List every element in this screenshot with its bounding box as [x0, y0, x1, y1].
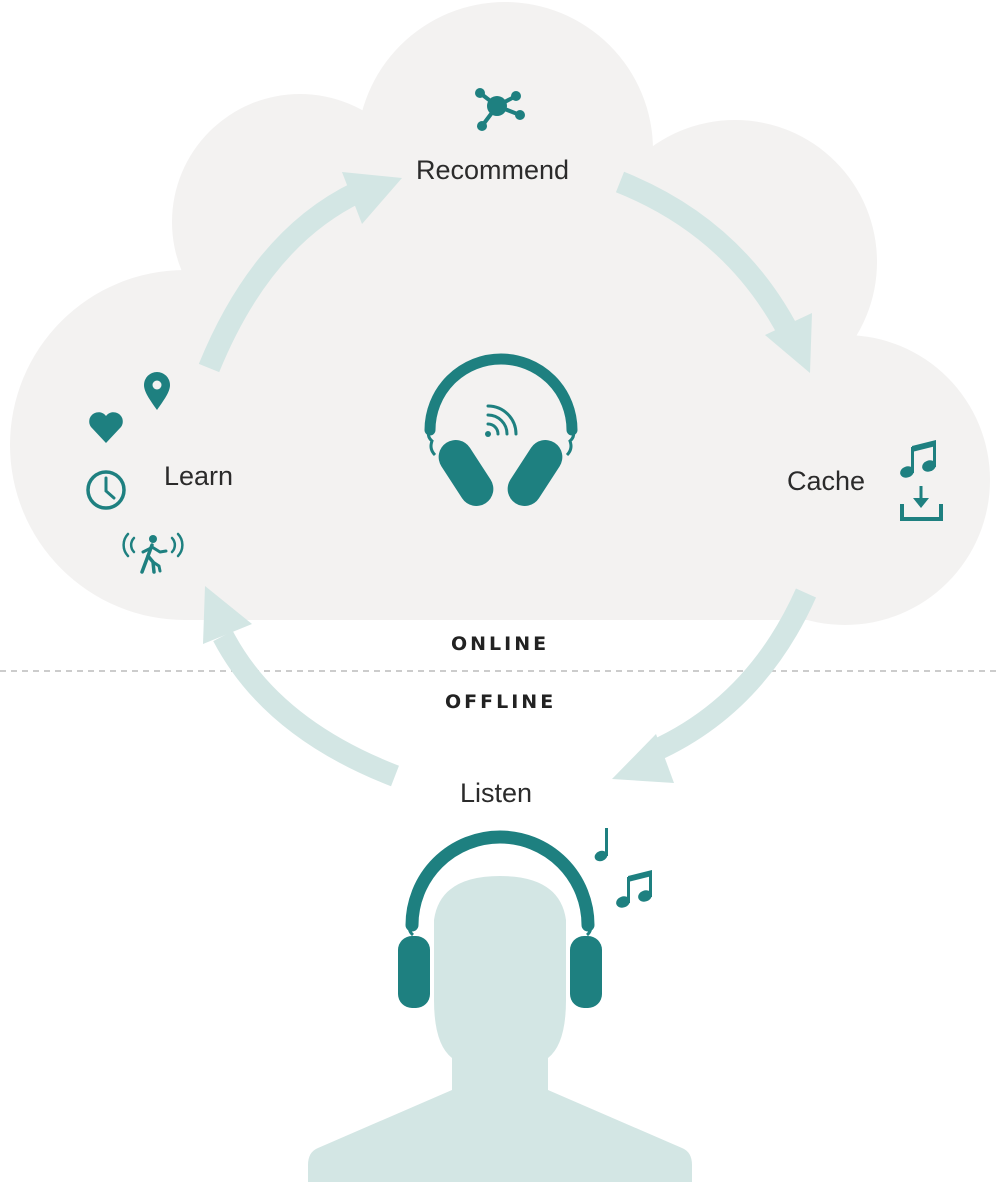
zone-label-online: ONLINE	[451, 633, 550, 655]
music-notes-icon	[616, 870, 652, 908]
heart-icon	[89, 412, 123, 443]
music-note-icon	[594, 828, 608, 862]
arrow-listen-to-learn	[203, 586, 399, 787]
music-note-icon	[900, 440, 936, 478]
cloud-shape	[10, 2, 990, 625]
clock-icon	[86, 470, 126, 510]
location-pin-icon	[144, 372, 170, 410]
arrow-cache-to-listen	[612, 588, 817, 783]
wireless-headphones-icon	[424, 353, 578, 506]
arrow-learn-to-recommend	[198, 172, 402, 373]
arrow-recommend-to-cache	[615, 171, 812, 373]
node-label-cache: Cache	[787, 466, 866, 496]
node-label-listen: Listen	[460, 778, 533, 808]
person-with-headphones-icon	[308, 830, 692, 1182]
node-label-recommend: Recommend	[416, 155, 570, 185]
running-person-sensor-icon	[122, 532, 184, 574]
network-icon	[475, 88, 525, 131]
wifi-icon	[485, 404, 518, 437]
download-icon	[900, 486, 943, 521]
node-label-learn: Learn	[164, 461, 234, 491]
zone-label-offline: OFFLINE	[445, 691, 557, 713]
